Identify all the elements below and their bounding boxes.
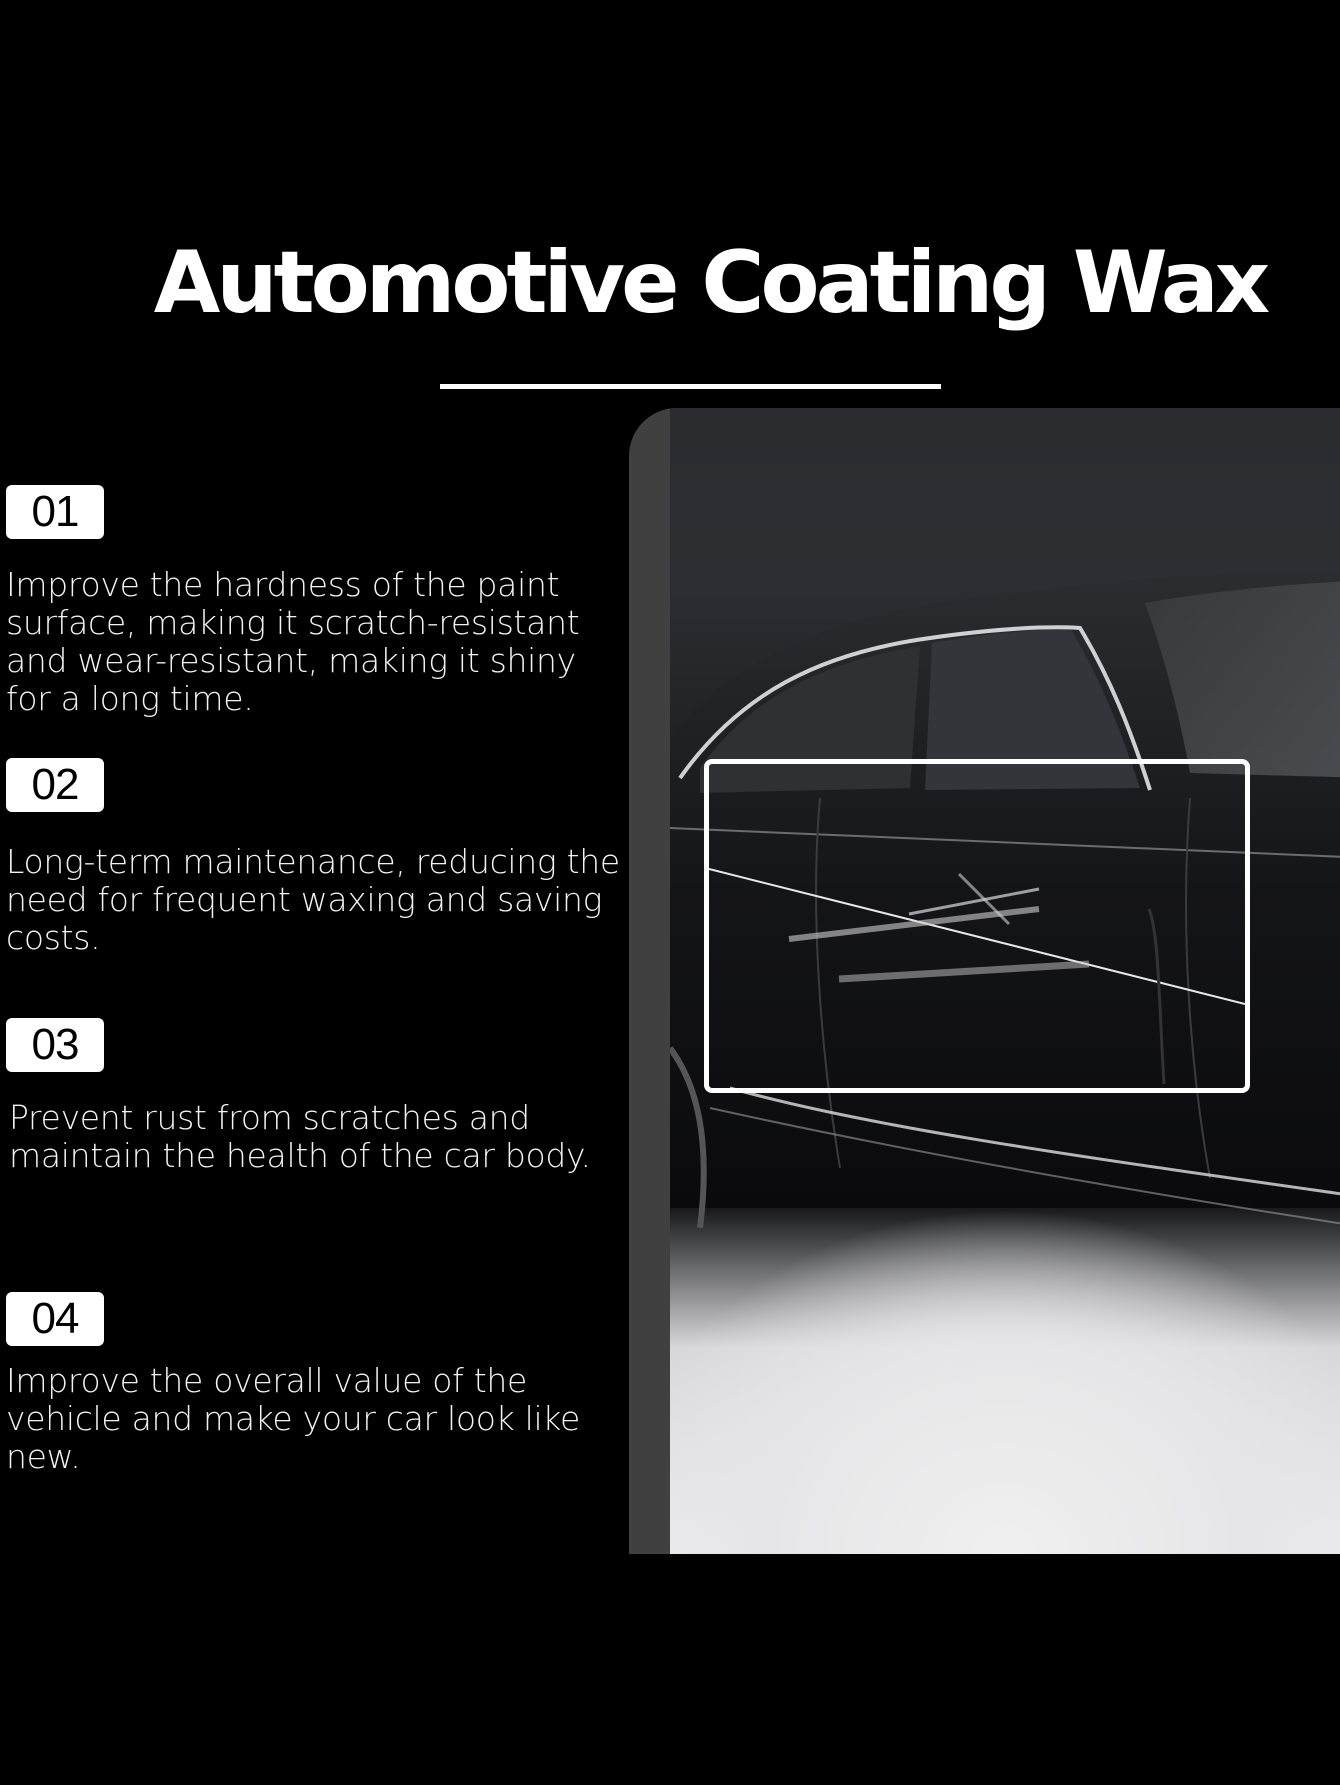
title-underline: [440, 384, 941, 389]
feature-number-badge: 02: [6, 758, 104, 812]
car-silhouette-icon: [670, 568, 1340, 1228]
feature-description: Long-term maintenance, reducing the need…: [6, 842, 620, 957]
car-photo: [670, 408, 1340, 1554]
car-photo-frame: [629, 408, 1340, 1554]
feature-description: Improve the overall value of the vehicle…: [6, 1361, 581, 1476]
feature-description: Prevent rust from scratches and maintain…: [9, 1098, 591, 1175]
page-title: Automotive Coating Wax: [153, 233, 1270, 333]
scratch-marks-icon: [708, 868, 1246, 1085]
scratch-highlight-box: [704, 759, 1250, 1093]
feature-number-badge: 04: [6, 1292, 104, 1346]
feature-number-badge: 01: [6, 485, 104, 539]
feature-number-badge: 03: [6, 1018, 104, 1072]
feature-description: Improve the hardness of the paint surfac…: [6, 565, 580, 718]
